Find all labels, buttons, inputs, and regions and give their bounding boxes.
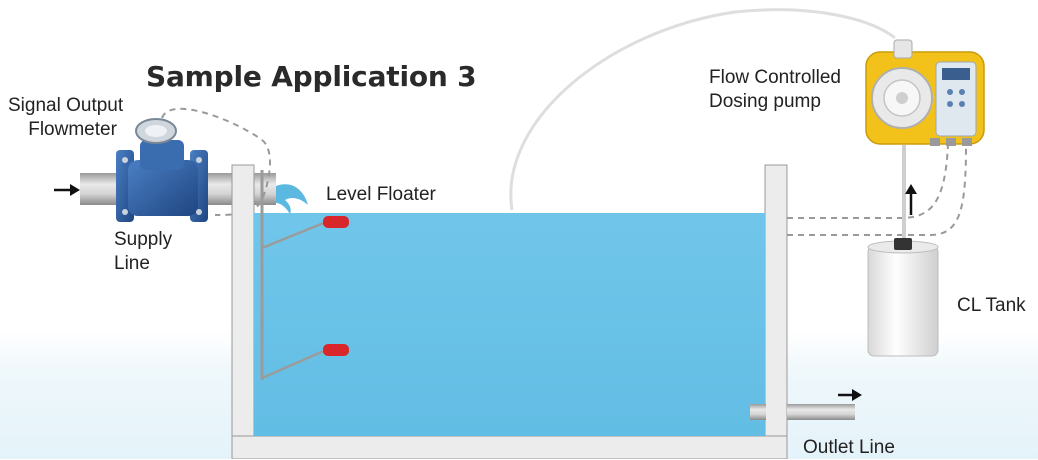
dosing-pump-label-line2: Dosing pump (709, 91, 821, 112)
cl-tank (867, 238, 939, 357)
tank-water (254, 213, 765, 436)
outlet-arrow-icon (838, 389, 862, 401)
level-floater-lower (323, 344, 349, 356)
level-floater-label: Level Floater (326, 184, 436, 205)
water-spout-icon (276, 184, 308, 214)
floater-control-cable (509, 8, 896, 211)
supply-arrow-icon (54, 184, 80, 196)
dosing-pump-icon (865, 39, 985, 146)
outlet-line-label: Outlet Line (803, 437, 895, 458)
supply-line-label-line1: Supply (114, 229, 173, 250)
pump-signal-cable-upper (787, 144, 949, 219)
flowmeter-label-line2: Flowmeter (28, 119, 117, 140)
flowmeter-icon (116, 118, 208, 222)
dosing-arrow-icon (905, 184, 917, 215)
main-tank (231, 164, 788, 459)
level-floater-upper (323, 216, 349, 228)
level-floater-assembly (260, 170, 349, 380)
pump-signal-cable-lower (787, 144, 967, 236)
outlet-pipe (787, 404, 855, 420)
dosing-pump-label-line1: Flow Controlled (709, 67, 841, 88)
supply-line-label-line2: Line (114, 253, 150, 274)
supply-line-label: Supply Line (114, 228, 172, 276)
cl-tank-label: CL Tank (957, 295, 1026, 316)
flowmeter-label-line1: Signal Output (8, 95, 124, 116)
flowmeter-label: Signal Output Flowmeter (8, 94, 123, 142)
diagram-title: Sample Application 3 (146, 60, 477, 93)
flowmeter-signal-cable (161, 107, 271, 216)
dosing-pump-label: Flow Controlled Dosing pump (709, 66, 841, 114)
outlet-pipe-inner (750, 404, 766, 420)
